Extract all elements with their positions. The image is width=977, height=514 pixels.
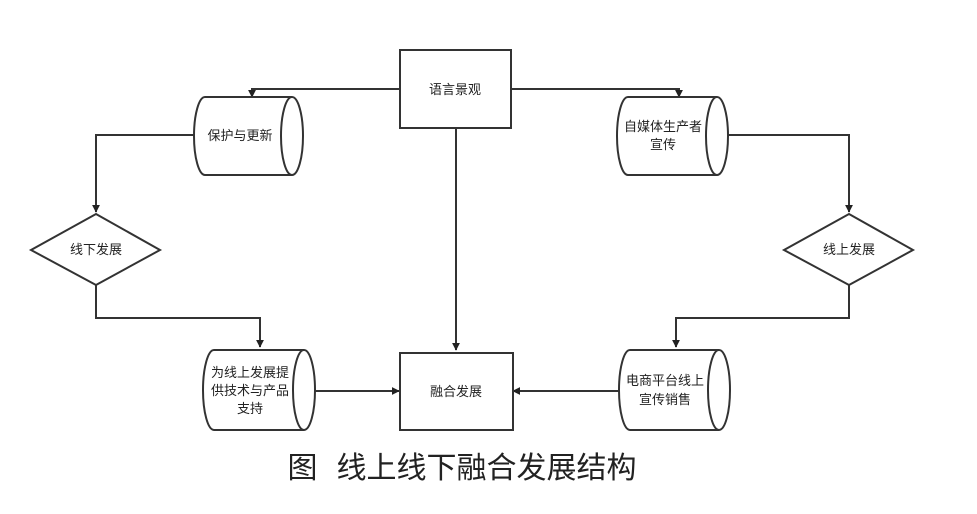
- node-xianshang: 线上发展: [781, 212, 916, 287]
- figure-caption: 图 线上线下融合发展结构: [287, 451, 636, 486]
- edge-baohu-to-xianxia: [92, 134, 197, 213]
- edge-yuyan-to-zimeiti: [511, 88, 683, 98]
- node-tigong-line3: 支持: [237, 402, 263, 417]
- node-dianshang: 电商平台线上 宣传销售: [618, 349, 731, 431]
- edge-xianshang-to-dianshang: [672, 285, 850, 348]
- node-yuyan-label: 语言景观: [429, 83, 481, 98]
- node-baohu-label: 保护与更新: [207, 128, 272, 144]
- node-ronghe: 融合发展: [399, 352, 514, 431]
- node-xianxia: 线下发展: [28, 212, 163, 287]
- edge-xianxia-to-tigong: [95, 285, 264, 348]
- node-dianshang-line1: 电商平台线上: [626, 374, 704, 389]
- node-zimeiti-line2: 宣传: [650, 137, 676, 153]
- node-tigong-line1: 为线上发展提: [211, 365, 289, 381]
- node-zimeiti: 自媒体生产者 宣传: [616, 96, 729, 176]
- node-tigong: 为线上发展提 供技术与产品 支持: [202, 349, 316, 431]
- node-yuyan: 语言景观: [399, 49, 512, 129]
- node-dianshang-line2: 宣传销售: [639, 392, 691, 408]
- node-zimeiti-line1: 自媒体生产者: [624, 120, 702, 135]
- node-tigong-line2: 供技术与产品: [211, 384, 289, 399]
- node-ronghe-label: 融合发展: [430, 384, 482, 400]
- edge-yuyan-to-baohu: [248, 88, 400, 98]
- node-xianxia-label: 线下发展: [70, 242, 122, 258]
- node-xianshang-label: 线上发展: [823, 242, 875, 258]
- node-baohu: 保护与更新: [193, 96, 304, 176]
- edge-zimeiti-to-xianshang: [728, 134, 853, 213]
